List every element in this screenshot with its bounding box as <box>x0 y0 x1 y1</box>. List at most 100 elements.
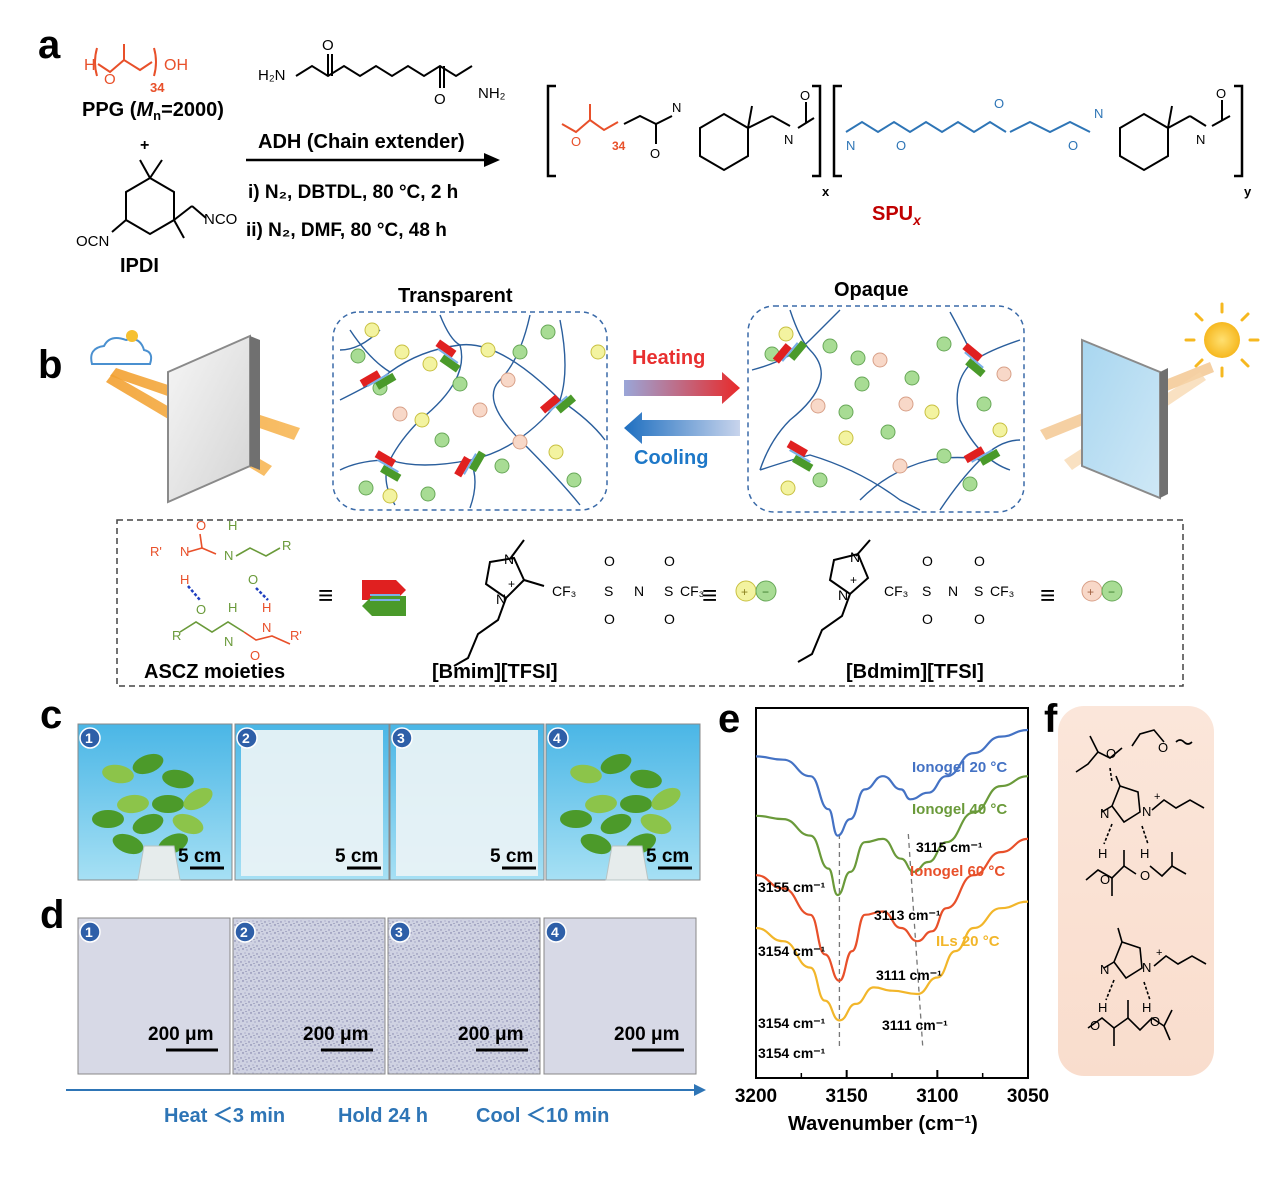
photo-1: 15 cm <box>77 723 233 881</box>
ascz-crosslink <box>435 339 461 373</box>
bmim-label: [Bmim][TFSI] <box>432 661 558 683</box>
panel-f-background <box>1058 706 1214 1076</box>
f-o2: O <box>1158 740 1168 755</box>
bmim-o3: O <box>664 553 675 569</box>
bdmim-o2: O <box>922 611 933 627</box>
ion-particle <box>904 370 920 386</box>
bdmim-o1: O <box>922 553 933 569</box>
cooling-arrow <box>624 412 740 444</box>
series-label-ils-20: ILs 20 °C <box>936 933 1000 950</box>
poly-o-2: O <box>1216 86 1226 101</box>
bmim-cation <box>453 539 545 667</box>
poly-ring-2-me <box>1167 105 1173 129</box>
adh-h2n: H₂N <box>258 67 286 84</box>
ion-particle <box>358 480 374 496</box>
poly-urea-o: O <box>1068 138 1078 153</box>
poly-adh-nh: N <box>846 138 855 153</box>
ppg-n: 34 <box>150 80 165 95</box>
adh-o1: O <box>322 37 334 54</box>
ascz-o4: O <box>250 648 260 663</box>
photo-4: 45 cm <box>545 723 701 881</box>
photo-marker <box>236 727 258 749</box>
photo-2: 25 cm <box>234 723 390 881</box>
panel-label-a: a <box>38 23 61 67</box>
panel-label-c: c <box>40 693 62 737</box>
ion-particle <box>382 488 398 504</box>
ion-particle <box>924 404 940 420</box>
bmim-plus: + <box>508 577 515 591</box>
poly-ring-1-ch2 <box>747 115 773 129</box>
poly-ring-2 <box>1119 112 1169 172</box>
ion-particle <box>472 402 488 418</box>
ipdi-label: IPDI <box>120 255 159 277</box>
poly-ring-1-nh <box>771 115 791 127</box>
ion-particle <box>590 344 606 360</box>
ion-particle <box>452 376 468 392</box>
ion-particle <box>778 326 794 342</box>
ion-particle <box>500 372 516 388</box>
opaque-film <box>396 730 538 876</box>
bmim-symbol-plus: + <box>741 585 748 599</box>
poly-ppg-n: 34 <box>612 139 626 153</box>
f-plus1: + <box>1154 791 1160 803</box>
bdmim-s2: S <box>974 583 983 599</box>
ascz-structure: R' N H O N H O R O R H N H N O R' <box>150 518 302 663</box>
adh-label: ADH (Chain extender) <box>258 131 465 153</box>
ascz-hydrazide-top <box>235 547 281 557</box>
ion-particle <box>512 344 528 360</box>
x-tick-label: 3150 <box>826 1086 868 1107</box>
adh-nh2: NH₂ <box>478 85 506 102</box>
series-label-ionogel-40: Ionogel 40 °C <box>912 801 1007 818</box>
photo-marker-label: 2 <box>242 730 250 746</box>
timeline-heat: Heat ＜3 min <box>164 1105 285 1127</box>
ion-particle <box>494 458 510 474</box>
ppg-bracket-right <box>153 47 157 77</box>
ascz-n3: N <box>224 634 233 649</box>
plus-sign: + <box>140 137 149 154</box>
equiv-3: ≡ <box>1040 580 1055 610</box>
spu-polymer: x y O 34 O N N O N O O O N <box>546 84 1252 199</box>
ppg-label: PPG (Mn=2000) <box>82 99 224 123</box>
micro-marker <box>545 921 567 943</box>
ion-particle <box>854 376 870 392</box>
ion-particle <box>992 422 1008 438</box>
glass-pane-opaque <box>1081 338 1168 500</box>
bmim-o1: O <box>604 553 615 569</box>
series-line-1 <box>755 728 1029 837</box>
micro-marker <box>389 921 411 943</box>
micro-marker <box>234 921 256 943</box>
anion-symbol-2-minus: − <box>1108 585 1115 599</box>
micro-scale-label: 200 μm <box>614 1024 680 1045</box>
annotation-3113: 3113 cm⁻¹ <box>874 907 941 923</box>
adh-structure <box>295 54 473 88</box>
ascz-h1: H <box>180 572 189 587</box>
micro-marker-label: 4 <box>551 924 559 940</box>
f-n1: N <box>1100 806 1109 821</box>
ion-particle <box>996 366 1012 382</box>
poly-ring-1 <box>699 112 749 172</box>
chart-series <box>755 728 1029 1022</box>
heating-arrow <box>624 372 740 404</box>
poly-ring-2-ch2 <box>1167 115 1191 129</box>
poly-nh-1: N <box>784 132 793 147</box>
f-h1: H <box>1098 846 1107 861</box>
adh-o2: O <box>434 91 446 108</box>
ipdi-ch2 <box>173 205 193 221</box>
ion-particle <box>548 444 564 460</box>
ascz-h2: H <box>228 518 237 533</box>
bdmim-n-minus: N <box>948 583 958 599</box>
series-line-4 <box>755 900 1029 1022</box>
micro-marker-label: 2 <box>240 924 248 940</box>
micro-marker-label: 3 <box>395 924 403 940</box>
ascz-o2: O <box>248 572 258 587</box>
poly-bracket-1 <box>546 84 556 178</box>
annotation-3111-b: 3111 cm⁻¹ <box>882 1017 948 1033</box>
ascz-co1 <box>199 533 203 549</box>
hbond-2 <box>255 587 269 601</box>
ascz-r1-bottom: R' <box>290 628 302 643</box>
poly-adh-o2: O <box>994 96 1004 111</box>
panel-label-d: d <box>40 893 64 937</box>
series-line-3 <box>755 837 1029 982</box>
